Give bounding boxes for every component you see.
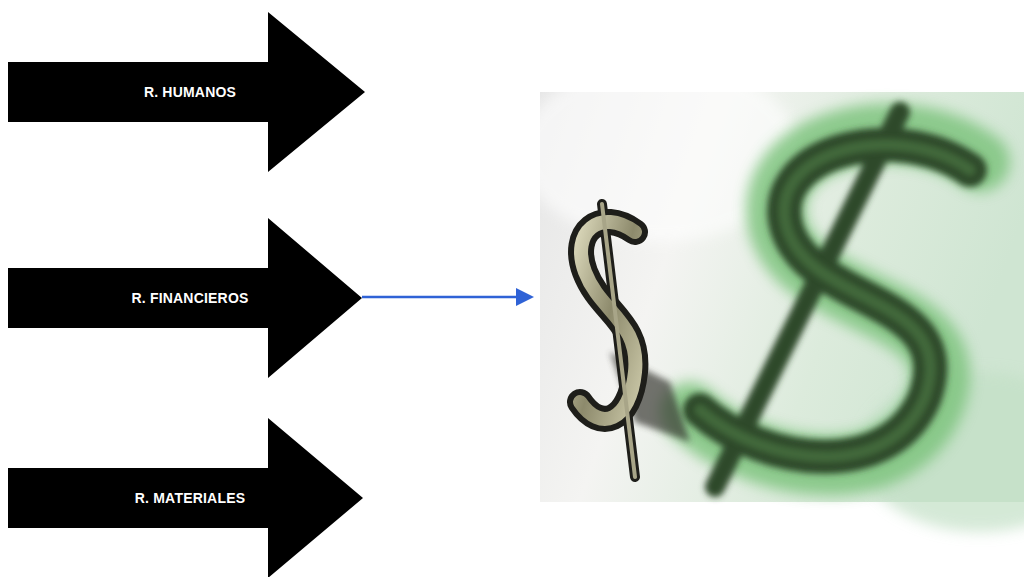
label-area: R. FINANCIEROS	[68, 268, 312, 328]
dollar-picture	[520, 62, 1024, 532]
arrow-outline	[8, 418, 363, 577]
label-area: R. HUMANOS	[68, 62, 312, 122]
arrow-outline	[8, 218, 362, 378]
arrow-label: R. MATERIALES	[135, 490, 245, 506]
arrow-block: R. FINANCIEROS	[8, 218, 362, 378]
arrow-label: R. HUMANOS	[144, 84, 236, 100]
pointer-head	[516, 288, 534, 306]
arrow-outline	[8, 12, 365, 172]
label-area: R. MATERIALES	[68, 468, 312, 528]
pointer-line	[362, 296, 520, 299]
arrow-block: R. MATERIALES	[8, 418, 363, 577]
arrow-block: R. HUMANOS	[8, 12, 365, 172]
arrow-label: R. FINANCIEROS	[131, 290, 248, 306]
